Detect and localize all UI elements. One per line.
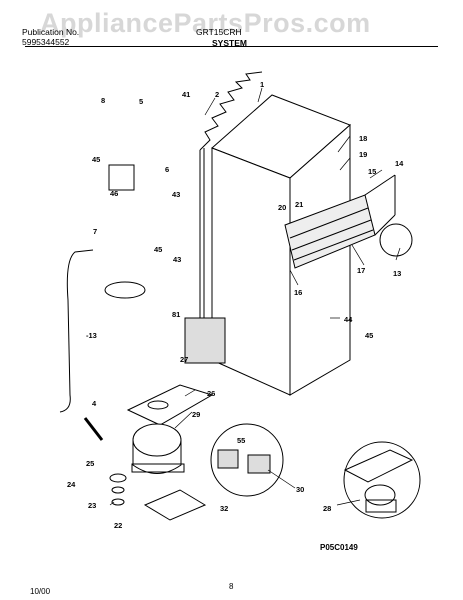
grommet bbox=[109, 473, 127, 483]
grommet-sleeve bbox=[111, 486, 125, 494]
header-rule bbox=[25, 46, 438, 47]
callout-45-upper: 45 bbox=[92, 155, 100, 164]
callout-45-right: 45 bbox=[365, 331, 373, 340]
callout-28: 28 bbox=[323, 504, 331, 513]
publication-label: Publication No. bbox=[22, 27, 80, 37]
callout-21: 21 bbox=[295, 200, 303, 209]
callout-2: 2 bbox=[215, 90, 219, 99]
callout-46: 46 bbox=[110, 189, 118, 198]
callout-29: 29 bbox=[192, 410, 200, 419]
defrost-heater bbox=[108, 164, 135, 191]
evaporator bbox=[284, 174, 396, 269]
filter-drier bbox=[83, 417, 104, 441]
callout-41: 41 bbox=[182, 90, 190, 99]
callout-13-left: -13 bbox=[86, 331, 97, 340]
watermark: AppliancePartsPros.com bbox=[40, 8, 371, 38]
callout-13-right: 13 bbox=[393, 269, 401, 278]
callout-18: 18 bbox=[359, 134, 367, 143]
callout-19: 19 bbox=[359, 150, 367, 159]
exploded-parts-diagram: 1 2 4 5 6 7 8 13 -13 14 15 16 17 18 19 2… bbox=[59, 71, 421, 552]
callout-20: 20 bbox=[278, 203, 286, 212]
back-condenser-coil bbox=[199, 71, 263, 340]
power-cord bbox=[104, 281, 146, 299]
leader-lines bbox=[109, 87, 401, 506]
callout-24: 24 bbox=[67, 480, 76, 489]
page-number: 8 bbox=[229, 582, 234, 591]
callout-43-lower: 43 bbox=[173, 255, 181, 264]
callout-81: 81 bbox=[172, 310, 180, 319]
mounting-bracket bbox=[143, 489, 207, 521]
section-title: SYSTEM bbox=[212, 38, 247, 48]
capillary-tube bbox=[379, 223, 413, 257]
callout-14: 14 bbox=[395, 159, 404, 168]
publication-number: 5995344552 bbox=[22, 37, 70, 47]
callout-6: 6 bbox=[165, 165, 169, 174]
compressor-alt-view bbox=[343, 441, 421, 519]
callout-55: 55 bbox=[237, 436, 245, 445]
callout-8: 8 bbox=[101, 96, 105, 105]
callout-26: 26 bbox=[207, 389, 215, 398]
figure-code: P05C0149 bbox=[320, 543, 358, 552]
callout-7: 7 bbox=[93, 227, 97, 236]
callout-labels: 1 2 4 5 6 7 8 13 -13 14 15 16 17 18 19 2… bbox=[67, 80, 404, 530]
callout-23: 23 bbox=[88, 501, 96, 510]
callout-22: 22 bbox=[114, 521, 122, 530]
drain-pan bbox=[126, 384, 214, 426]
grommet-washer bbox=[111, 498, 125, 506]
insulation-pad bbox=[184, 317, 226, 364]
callout-32: 32 bbox=[220, 504, 228, 513]
callout-16: 16 bbox=[294, 288, 302, 297]
callout-44: 44 bbox=[344, 315, 353, 324]
callout-25: 25 bbox=[86, 459, 94, 468]
callout-5: 5 bbox=[139, 97, 143, 106]
callout-30: 30 bbox=[296, 485, 304, 494]
callout-17: 17 bbox=[357, 266, 365, 275]
suction-line bbox=[59, 249, 94, 413]
refrigerator-cabinet bbox=[211, 94, 351, 396]
callout-43-upper: 43 bbox=[172, 190, 180, 199]
compressor bbox=[131, 423, 185, 474]
model-number: GRT15CRH bbox=[196, 27, 242, 37]
callout-1: 1 bbox=[260, 80, 264, 89]
callout-27: 27 bbox=[180, 355, 188, 364]
relay-overload-assembly bbox=[210, 423, 284, 497]
callout-15: 15 bbox=[368, 167, 376, 176]
footer-date: 10/00 bbox=[30, 587, 51, 596]
callout-4: 4 bbox=[92, 399, 97, 408]
callout-45-middle: 45 bbox=[154, 245, 162, 254]
